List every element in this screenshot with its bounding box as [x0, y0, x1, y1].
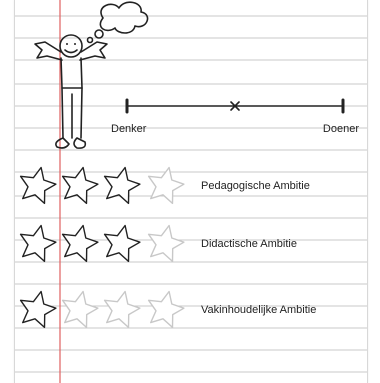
- star-empty-icon: [63, 292, 98, 328]
- star-filled-icon: [21, 226, 56, 262]
- thought-bubble-small: [88, 38, 93, 43]
- thought-bubble-large: [95, 30, 103, 38]
- figure-right-arm: [80, 42, 107, 60]
- star-empty-icon: [149, 292, 184, 328]
- star-filled-icon: [21, 168, 56, 204]
- scale-right-label: Doener: [323, 123, 359, 135]
- notebook-page: Denker Doener Pedagogische Ambitie Didac…: [14, 0, 368, 383]
- ambition-label-pedagogical: Pedagogische Ambitie: [201, 180, 310, 192]
- star-filled-icon: [105, 226, 140, 262]
- figure-right-foot: [74, 138, 85, 148]
- figure-legs: [62, 88, 82, 138]
- scale-left-label: Denker: [111, 123, 146, 135]
- star-ratings: [21, 168, 184, 328]
- star-filled-icon: [21, 292, 56, 328]
- star-empty-icon: [149, 226, 184, 262]
- star-empty-icon: [149, 168, 184, 204]
- ambition-label-subject: Vakinhoudelijke Ambitie: [201, 304, 316, 316]
- star-filled-icon: [63, 168, 98, 204]
- figure-left-foot: [56, 138, 69, 148]
- star-empty-icon: [105, 292, 140, 328]
- figure-left-arm: [35, 42, 62, 60]
- ambition-label-didactic: Didactische Ambitie: [201, 238, 297, 250]
- notebook-drawing: [15, 0, 367, 383]
- denker-doener-scale: [127, 100, 343, 112]
- thought-cloud: [100, 2, 147, 33]
- star-filled-icon: [105, 168, 140, 204]
- star-filled-icon: [63, 226, 98, 262]
